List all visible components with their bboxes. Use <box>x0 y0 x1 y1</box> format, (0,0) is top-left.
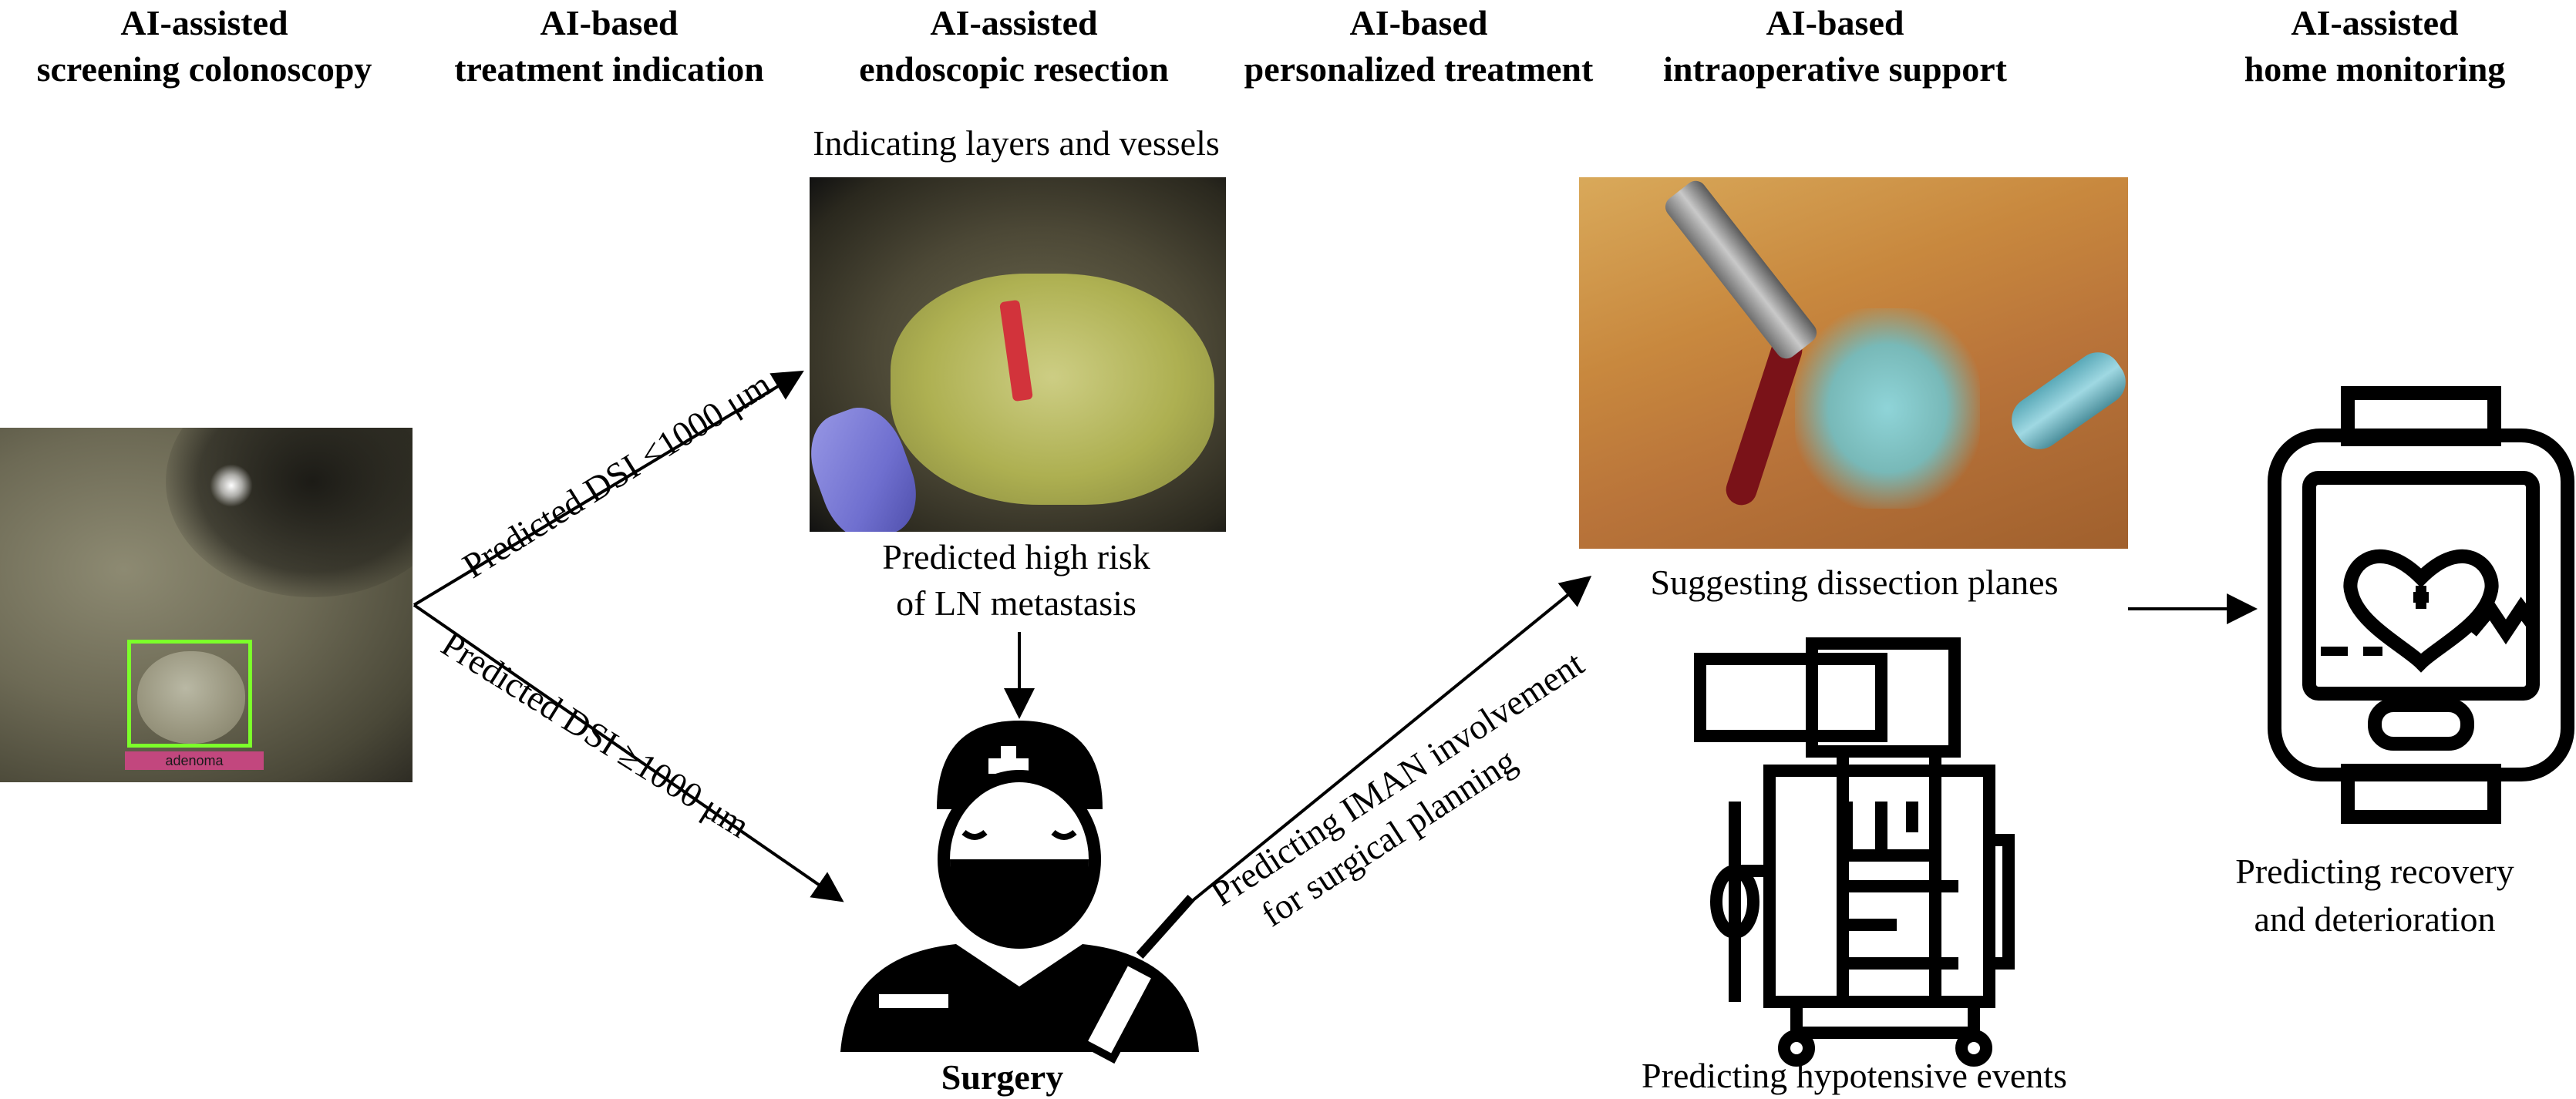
heart-monitor-icon <box>2268 386 2574 824</box>
header-endoscopic-resection: AI-assisted endoscopic resection <box>859 3 1169 89</box>
header-home-monitoring: AI-assisted home monitoring <box>2244 3 2506 89</box>
adenoma-polyp <box>137 651 245 744</box>
layers-vessels-caption: Indicating layers and vessels <box>813 123 1220 163</box>
high-risk-caption: Predicted high risk of LN metastasis <box>882 537 1150 623</box>
arrow-to-intraop <box>1190 575 1592 903</box>
header-intraoperative-support: AI-based intraoperative support <box>1663 3 2007 89</box>
header-screening: AI-assisted screening colonoscopy <box>36 3 372 89</box>
hypotensive-events-caption: Predicting hypotensive events <box>1642 1056 2067 1095</box>
recovery-caption: Predicting recovery and deterioration <box>2235 852 2514 939</box>
intraoperative-image <box>1579 177 2128 549</box>
arrow-to-surgery <box>412 603 844 902</box>
detection-box <box>127 640 252 748</box>
resection-image <box>810 177 1226 532</box>
light-reflex <box>208 459 254 513</box>
surgery-label: Surgery <box>941 1057 1064 1097</box>
colonoscopy-image: adenoma <box>0 428 412 782</box>
resection-field-overlay <box>891 274 1214 505</box>
header-personalized-treatment: AI-based personalized treatment <box>1244 3 1594 89</box>
dissection-planes-caption: Suggesting dissection planes <box>1650 563 2059 602</box>
arrow-to-resection <box>412 370 804 607</box>
anesthesia-machine-icon <box>1694 637 2015 1067</box>
surgeon-icon <box>840 721 1199 1064</box>
detection-label: adenoma <box>125 751 264 770</box>
header-treatment-indication: AI-based treatment indication <box>454 3 764 89</box>
dissection-plane-overlay <box>1795 308 1980 509</box>
